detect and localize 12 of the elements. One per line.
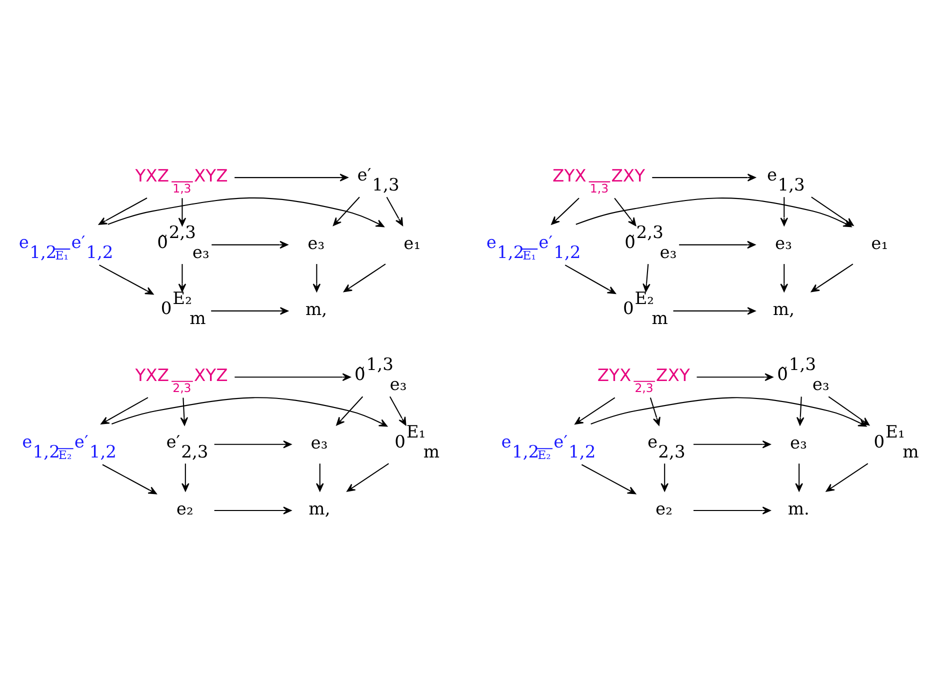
node-text: e₃: [310, 433, 328, 454]
node-text: e₁: [404, 234, 421, 254]
node-text: m,: [308, 500, 330, 520]
node-text: e₁: [871, 234, 888, 254]
node-text: e₃: [790, 433, 807, 454]
node-text: m,: [305, 300, 328, 320]
node-text: e₂: [176, 500, 194, 520]
node-text: e₃: [308, 234, 325, 254]
node-text: m,: [772, 300, 795, 320]
node-text: m.: [788, 500, 810, 520]
node-text: e₂: [656, 500, 672, 520]
node-text: e₃: [775, 234, 792, 254]
